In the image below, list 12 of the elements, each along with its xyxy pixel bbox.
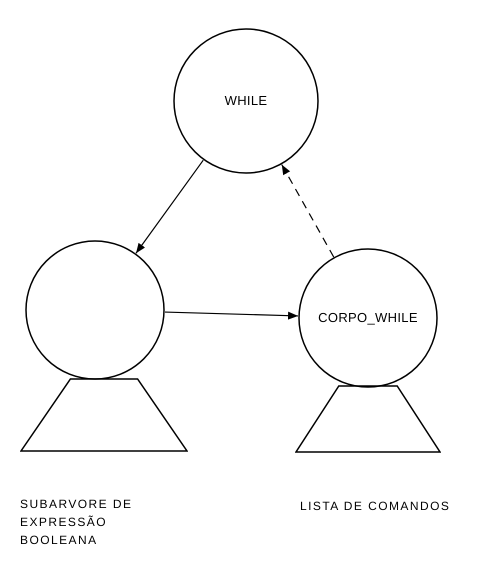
arrow [281,164,334,258]
subtree-triangle [295,385,441,453]
tree-node-circle [25,240,165,380]
tree-node-circle [173,28,319,174]
subtree-triangle [20,378,188,452]
arrow [164,311,298,320]
tree-node-circle [298,248,438,388]
node-label: WHILE [224,92,268,110]
subtree-caption: SUBARVORE DE EXPRESSÃO BOOLEANA [20,496,134,549]
subtree-caption: LISTA DE COMANDOS [300,498,452,515]
node-label: CORPO_WHILE [318,309,418,328]
arrow [136,160,204,254]
